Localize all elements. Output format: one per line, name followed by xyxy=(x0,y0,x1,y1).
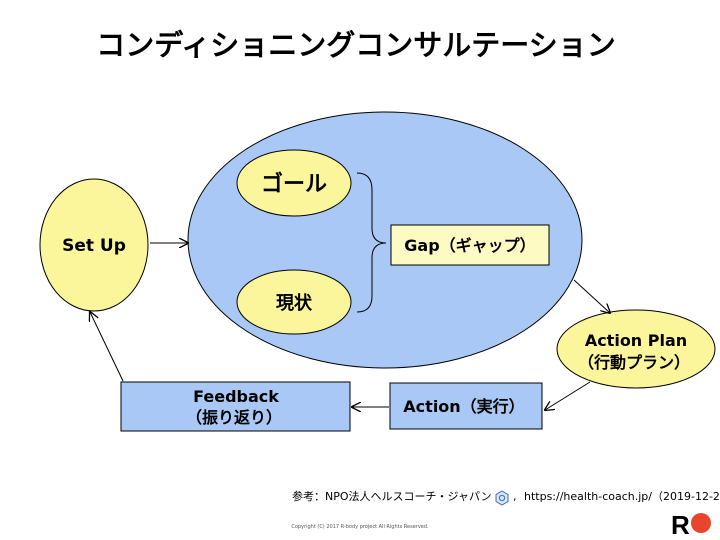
action-box xyxy=(389,382,543,430)
copyright-text: Copyright (C) 2017 R-body project All Ri… xyxy=(291,524,429,530)
goal-label: ゴール xyxy=(261,171,327,197)
action-plan-label-line2: （行動プラン） xyxy=(578,353,690,372)
current-label: 現状 xyxy=(276,292,313,314)
gap-box xyxy=(390,224,550,266)
slide-title: コンディショニングコンサルテーション xyxy=(96,28,615,62)
feedback-label-line1: Feedback xyxy=(193,387,279,406)
logo-letter: R xyxy=(671,510,690,540)
reference-separator: , xyxy=(513,490,517,503)
action-label: Action（実行） xyxy=(403,397,524,416)
health-coach-badge-icon xyxy=(495,490,509,506)
brace-connector xyxy=(356,172,387,313)
action-plan-node xyxy=(556,309,716,389)
r-body-logo: R xyxy=(671,510,711,540)
feedback-label-line2: （振り返り） xyxy=(186,408,282,427)
feedback-box xyxy=(120,381,351,432)
arrow-gap-area-to-action-plan xyxy=(573,279,610,313)
arrow-feedback-to-setup xyxy=(90,312,124,382)
logo-dot-icon xyxy=(691,513,711,533)
current-node xyxy=(236,269,352,335)
gap-label: Gap（ギャップ） xyxy=(404,236,535,255)
arrow-action-plan-to-action xyxy=(545,381,591,410)
action-plan-label-line1: Action Plan xyxy=(585,331,687,350)
setup-label: Set Up xyxy=(62,236,126,256)
goal-node xyxy=(236,149,352,217)
reference-url[interactable]: https://health-coach.jp/（2019-12-2） xyxy=(524,490,720,503)
reference-text: 参考：NPO法人ヘルスコーチ・ジャパン xyxy=(292,489,492,503)
